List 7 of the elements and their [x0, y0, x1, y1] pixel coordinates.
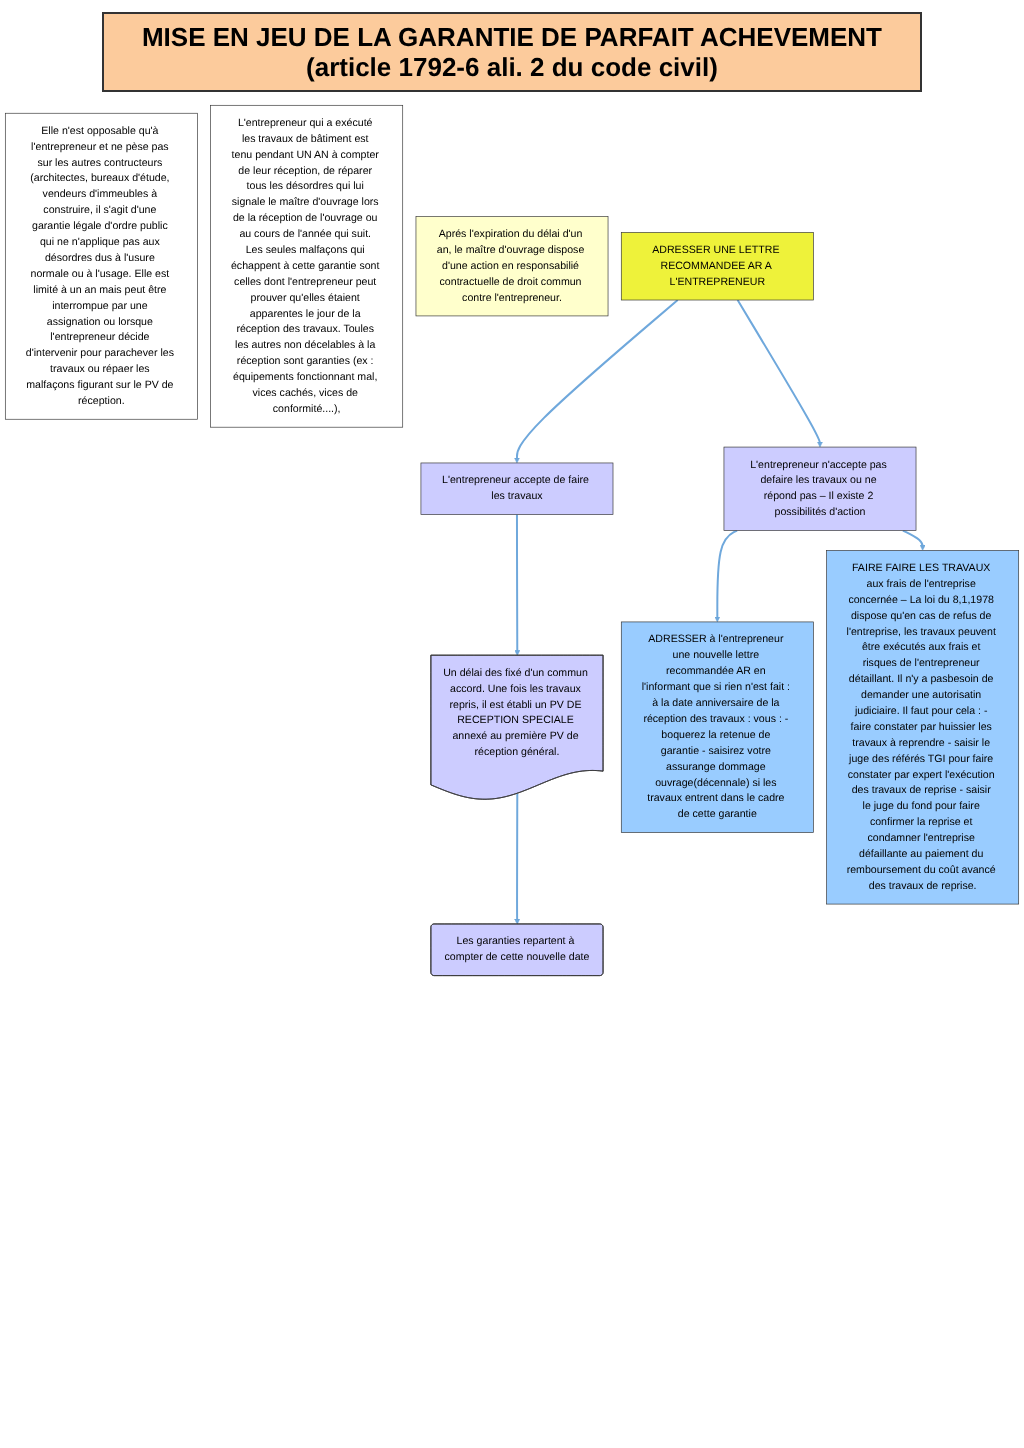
- arrow: [736, 299, 823, 448]
- arrow: [514, 299, 679, 464]
- arrow: [714, 529, 739, 623]
- arrow: [514, 792, 521, 925]
- arrow: [901, 529, 926, 551]
- title-banner: MISE EN JEU DE LA GARANTIE DE PARFAIT ACHEVEMENT (article 1792-6 ali. 2 du code civil): [102, 12, 922, 92]
- arrow: [514, 513, 521, 656]
